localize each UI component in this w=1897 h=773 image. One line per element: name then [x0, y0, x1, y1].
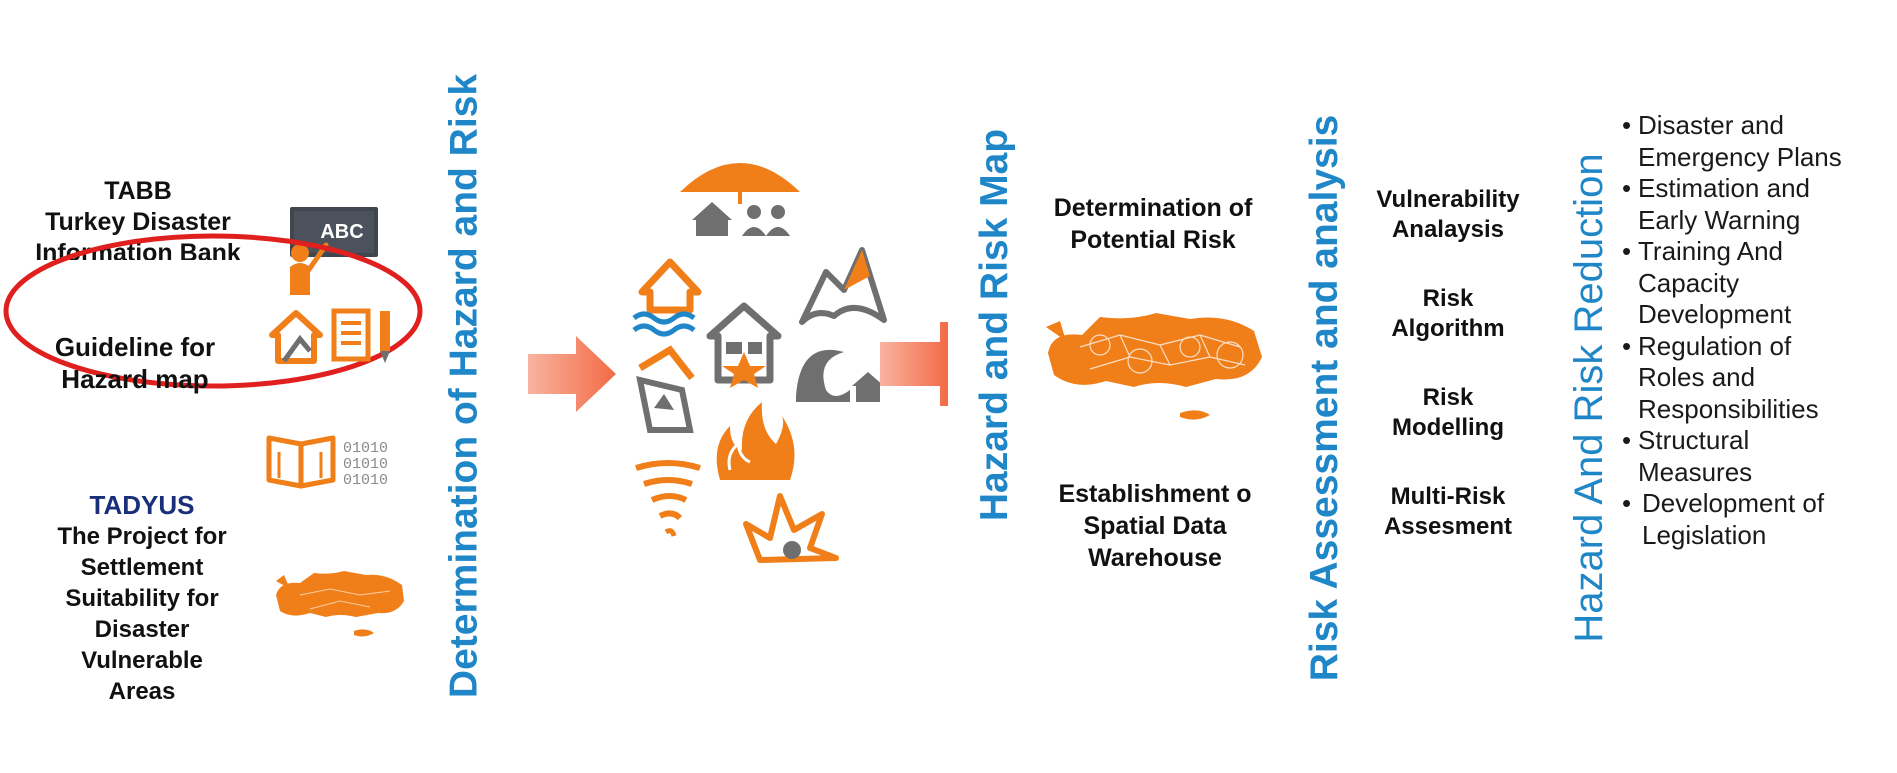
tabb-title: TABB: [104, 177, 172, 205]
tadyus-line: The Project for: [57, 523, 227, 550]
svg-text:01010: 01010: [343, 472, 388, 489]
hazard-guideline-icon: [268, 305, 418, 365]
reduction-item: Training And Capacity Development: [1622, 236, 1897, 331]
tabb-subtitle-line2: Information Bank: [35, 239, 241, 260]
tabb-block: TABB Turkey Disaster Information Bank: [0, 176, 276, 260]
guideline-label: Guideline for Hazard map: [20, 331, 250, 395]
title-hazard-map: Hazard and Risk Map: [973, 128, 1016, 522]
tadyus-line: Disaster: [94, 616, 190, 643]
analysis-item: Vulnerability Analaysis: [1376, 186, 1520, 243]
umbrella-insurance-icon: [680, 163, 800, 236]
tabb-subtitle-line1: Turkey Disaster: [45, 208, 231, 236]
reduction-item: Structural Measures: [1622, 425, 1897, 488]
explosion-icon: [743, 493, 839, 563]
title-reduction: Hazard And Risk Reduction: [1567, 153, 1611, 643]
reduction-item: Estimation and Early Warning: [1622, 173, 1897, 236]
spatial-data-label: Establishment o Spatial Data Warehouse: [1040, 478, 1270, 574]
reduction-item: Disaster and Emergency Plans: [1622, 110, 1897, 173]
spatial-data-line3: Warehouse: [1088, 544, 1222, 572]
flood-icon: [632, 258, 702, 337]
guideline-line1: Guideline for: [54, 332, 216, 362]
potential-risk-label: Determination of Potential Risk: [1035, 192, 1271, 256]
fire-icon: [716, 402, 795, 480]
reduction-item: Development of Legislation: [1622, 488, 1897, 551]
data-book-icon: 01010 01010 01010: [265, 430, 415, 490]
svg-text:01010: 01010: [343, 440, 388, 457]
tadyus-block: TADYUS The Project for Settlement Suitab…: [16, 490, 268, 707]
highlight-ellipse: [2, 232, 424, 390]
avalanche-icon: [799, 247, 887, 325]
turkey-map-small: [270, 555, 410, 645]
earthquake-house-icon: [706, 302, 782, 388]
tsunami-icon: [796, 349, 884, 402]
hazard-icons-cluster: [630, 140, 890, 580]
analysis-item: Multi-Risk Assesment: [1383, 483, 1513, 540]
tadyus-title: TADYUS: [89, 490, 195, 520]
tadyus-line: Settlement: [80, 554, 204, 581]
tadyus-line: Suitability for: [65, 585, 219, 612]
reduction-item: Regulation of Roles and Responsibilities: [1622, 331, 1897, 426]
analysis-item: Risk Algorithm: [1391, 285, 1505, 342]
tornado-icon: [635, 460, 701, 537]
title-determination: Determination of Hazard and Risk: [442, 73, 486, 699]
reduction-list: Disaster and Emergency Plans Estimation …: [1622, 110, 1897, 551]
title-risk-assessment: Risk Assessment and analysis: [1303, 114, 1346, 682]
arrow-right-icon: [528, 334, 618, 414]
spatial-data-line2: Spatial Data: [1083, 512, 1227, 540]
potential-risk-line1: Determination of: [1053, 194, 1253, 222]
analysis-item: Risk Modelling: [1392, 384, 1504, 441]
svg-text:01010: 01010: [343, 456, 388, 473]
collapse-icon: [636, 345, 695, 433]
turkey-risk-map: [1040, 295, 1270, 440]
spatial-data-line1: Establishment o: [1058, 480, 1252, 508]
abc-text: ABC: [320, 221, 363, 243]
tadyus-line: Areas: [108, 678, 176, 705]
potential-risk-line2: Potential Risk: [1070, 226, 1236, 254]
analysis-list: Vulnerability Analaysis Risk Algorithm R…: [1348, 185, 1548, 542]
guideline-line2: Hazard map: [61, 364, 209, 394]
tadyus-line: Vulnerable: [81, 647, 203, 674]
arrow-right-icon: [880, 322, 948, 406]
